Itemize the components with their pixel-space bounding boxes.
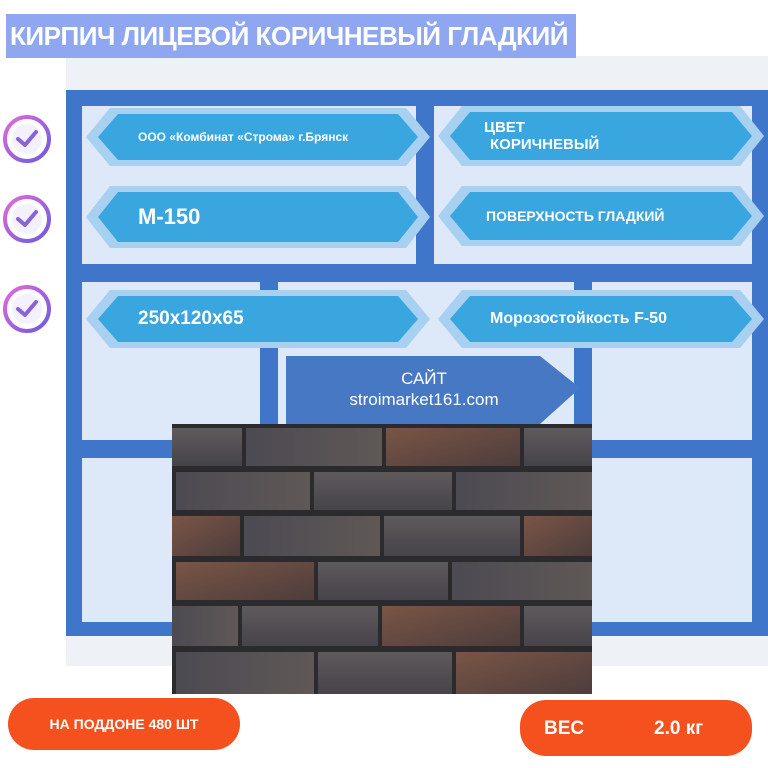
brick-wall-image (172, 424, 592, 694)
color-label: ЦВЕТ (484, 119, 525, 136)
size-tag: 250х120х65 (84, 288, 432, 350)
color-tag: ЦВЕТ КОРИЧНЕВЫЙ (436, 104, 766, 168)
page-title: КИРПИЧ ЛИЦЕВОЙ КОРИЧНЕВЫЙ ГЛАДКИЙ (6, 14, 576, 58)
check-circle-icon (2, 114, 52, 164)
manufacturer-tag: ООО «Комбинат «Строма» г.Брянск (84, 106, 432, 168)
grade-text: М-150 (138, 204, 201, 229)
weight-badge: ВЕС 2.0 кг (520, 700, 752, 756)
manufacturer-text: ООО «Комбинат «Строма» г.Брянск (138, 130, 349, 144)
weight-label: ВЕС (544, 718, 585, 739)
grade-tag: М-150 (84, 184, 432, 250)
arrow-right-icon (286, 356, 580, 424)
frost-tag: Морозостойкость F-50 (436, 288, 766, 350)
site-label: САЙТ (401, 369, 447, 388)
check-circle-icon (2, 284, 52, 334)
site-url[interactable]: stroimarket161.com (349, 390, 499, 409)
site-text: САЙТ stroimarket161.com (286, 368, 562, 410)
surface-text: ПОВЕРХНОСТЬ ГЛАДКИЙ (486, 208, 665, 224)
frost-text: Морозостойкость F-50 (490, 310, 667, 327)
site-arrow-banner[interactable]: САЙТ stroimarket161.com (286, 356, 582, 424)
color-text: ЦВЕТ КОРИЧНЕВЫЙ (484, 119, 599, 153)
surface-tag: ПОВЕРХНОСТЬ ГЛАДКИЙ (436, 184, 766, 248)
check-circle-icon (2, 194, 52, 244)
pallet-badge: НА ПОДДОНЕ 480 ШТ (8, 698, 240, 750)
size-text: 250х120х65 (138, 308, 244, 329)
color-value: КОРИЧНЕВЫЙ (490, 136, 600, 153)
weight-value: 2.0 кг (654, 718, 704, 739)
